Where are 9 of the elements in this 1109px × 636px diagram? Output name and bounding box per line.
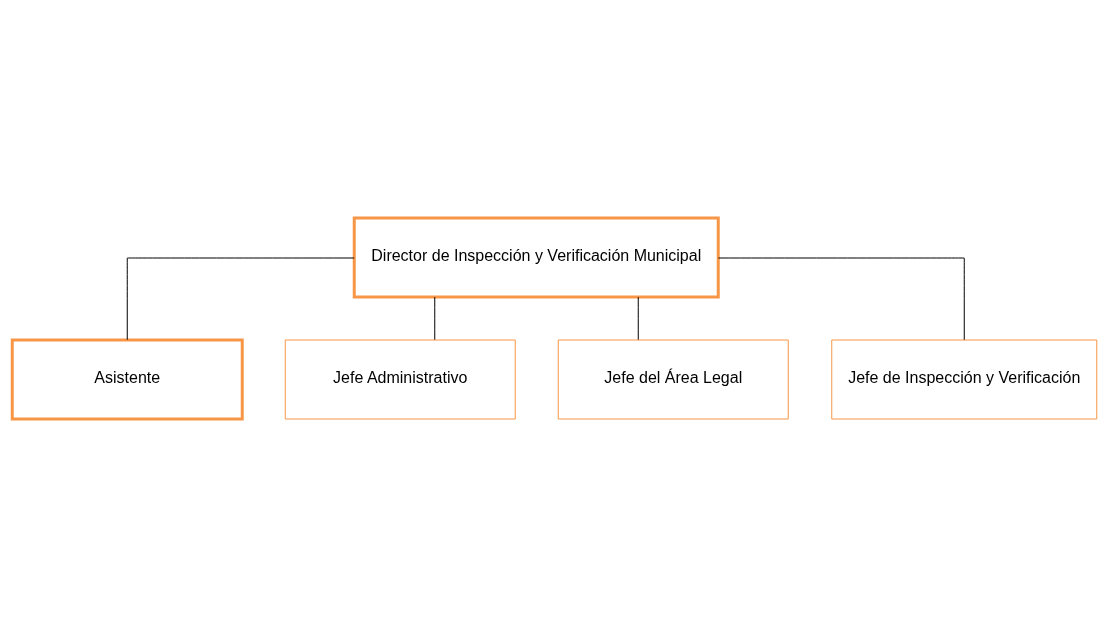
connector [126,257,355,340]
node-box: Asistente [10,338,244,420]
node-box: Jefe Administrativo [284,339,516,419]
node-box: Jefe del Área Legal [557,339,789,419]
connector [637,296,639,340]
connector [717,257,965,340]
node-box: Jefe de Inspección y Verificación [831,339,1098,419]
connector [434,296,436,340]
node-box: Director de Inspección y Verificación Municipal [352,216,720,298]
